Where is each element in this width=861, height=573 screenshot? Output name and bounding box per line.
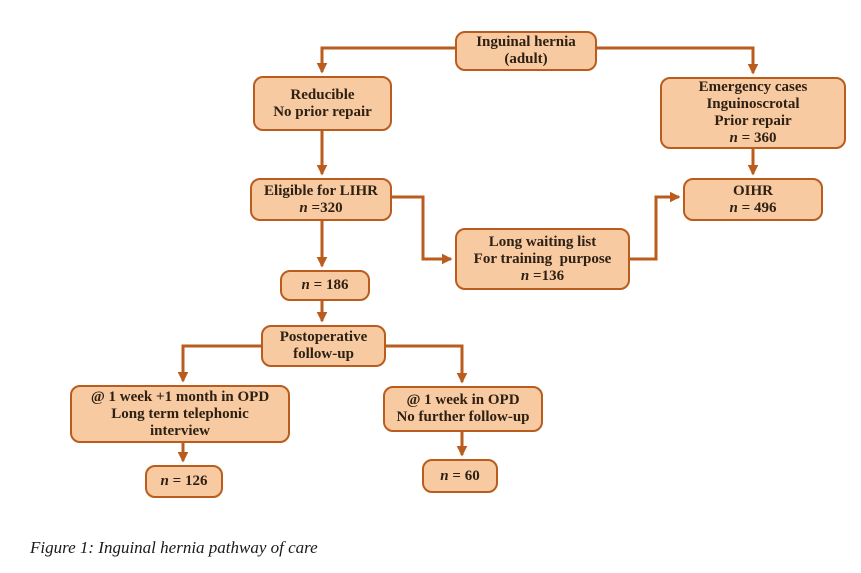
node-emergency-cases: Emergency cases Inguinoscrotal Prior rep… (660, 77, 846, 149)
node-line: No prior repair (273, 103, 372, 120)
node-line: Emergency cases (698, 79, 808, 95)
node-n-line: n = 360 (730, 130, 777, 147)
node-line: Inguinoscrotal (706, 96, 800, 112)
node-line: Long term telephonic (111, 405, 249, 422)
node-n-line: n = 496 (730, 200, 777, 217)
node-n-line: n =320 (299, 200, 342, 217)
edge-postoperative-to-week (386, 344, 468, 384)
n-italic: n (729, 130, 738, 146)
n-italic: n (440, 467, 449, 484)
node-n-line: n = 186 (302, 277, 349, 294)
node-postoperative-followup: Postoperative follow-up (261, 325, 386, 367)
node-line: (adult) (504, 51, 548, 67)
node-line: @ 1 week +1 month in OPD (90, 388, 270, 405)
n-rest: =136 (529, 267, 565, 284)
node-line: Postoperative (279, 329, 368, 345)
node-week-opd: @ 1 week in OPD No further follow-up (383, 386, 543, 432)
node-line: Prior repair (714, 113, 792, 129)
node-line: interview (150, 422, 210, 439)
node-n-line: n =136 (521, 268, 564, 285)
node-n-126: n = 126 (145, 465, 223, 498)
n-rest: = 126 (168, 473, 208, 489)
node-line: follow-up (293, 346, 354, 362)
edge-eligible-to-longwaiting (392, 195, 453, 265)
node-eligible-lihr: Eligible for LIHR n =320 (250, 178, 392, 221)
node-line: @ 1 week in OPD (406, 392, 520, 408)
node-long-waiting-list: Long waiting list For training purpose n… (455, 228, 630, 290)
n-rest: = 186 (309, 277, 349, 293)
node-line: For training purpose (473, 250, 612, 267)
n-italic: n (729, 199, 738, 216)
node-week-month-opd: @ 1 week +1 month in OPD Long term telep… (70, 385, 290, 443)
n-italic: n (520, 267, 530, 284)
n-rest: =320 (307, 199, 343, 216)
n-rest: = 360 (737, 130, 777, 146)
figure-caption: Figure 1: Inguinal hernia pathway of car… (30, 538, 318, 557)
n-italic: n (301, 277, 310, 293)
edge-top-to-reducible (316, 46, 455, 74)
node-n-line: n = 60 (440, 468, 479, 485)
node-inguinal-hernia: Inguinal hernia (adult) (455, 31, 597, 71)
node-n-60: n = 60 (422, 459, 498, 493)
node-line: No further follow-up (396, 409, 530, 425)
node-n-186: n = 186 (280, 270, 370, 301)
n-italic: n (160, 473, 169, 489)
edge-longwaiting-to-oihr (630, 191, 681, 261)
n-rest: = 496 (737, 199, 777, 216)
edge-postoperative-to-weekmonth (177, 344, 261, 383)
node-line: Reducible (290, 86, 355, 103)
node-line: OIHR (732, 182, 773, 199)
node-n-line: n = 126 (161, 473, 208, 490)
n-italic: n (299, 199, 308, 216)
node-line: Eligible for LIHR (264, 182, 378, 199)
n-rest: = 60 (448, 467, 480, 484)
node-reducible: Reducible No prior repair (253, 76, 392, 131)
node-oihr: OIHR n = 496 (683, 178, 823, 221)
edge-top-to-emergency (597, 46, 759, 75)
node-line: Inguinal hernia (476, 34, 576, 50)
node-line: Long waiting list (488, 233, 597, 250)
